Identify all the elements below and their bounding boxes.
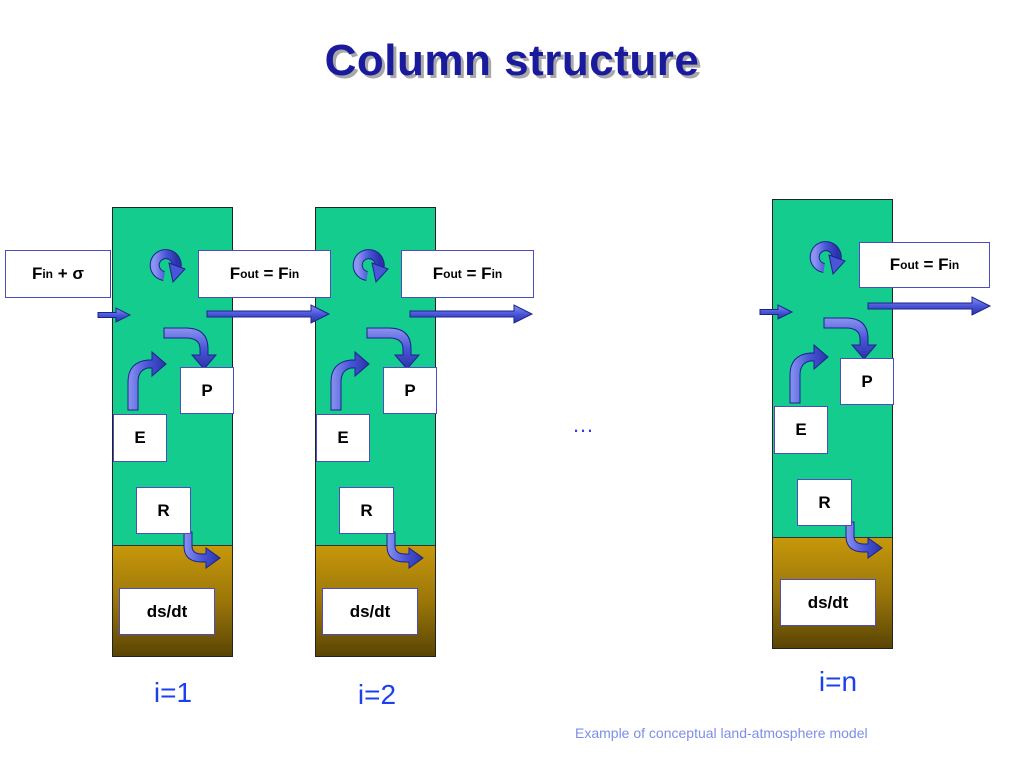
precipitation-box: P <box>383 367 437 414</box>
ellipsis: … <box>572 412 595 437</box>
slide-title: Column structure <box>324 36 700 85</box>
precipitation-box: P <box>840 358 894 405</box>
runoff-box: R <box>797 479 852 526</box>
caption: Example of conceptual land-atmosphere mo… <box>575 725 868 741</box>
storage-change-box: ds/dt <box>119 588 215 635</box>
storage-change-box: ds/dt <box>322 588 418 635</box>
evaporation-box: E <box>113 414 167 462</box>
runoff-box: R <box>339 487 394 534</box>
runoff-box: R <box>136 487 191 534</box>
column-index-label: i=n <box>818 666 858 697</box>
column-index-label: i=2 <box>357 679 397 710</box>
storage-change-box: ds/dt <box>780 579 876 626</box>
evaporation-box: E <box>316 414 370 462</box>
column-index-label: i=1 <box>153 677 193 708</box>
evaporation-box: E <box>774 406 828 454</box>
precipitation-box: P <box>180 367 234 414</box>
